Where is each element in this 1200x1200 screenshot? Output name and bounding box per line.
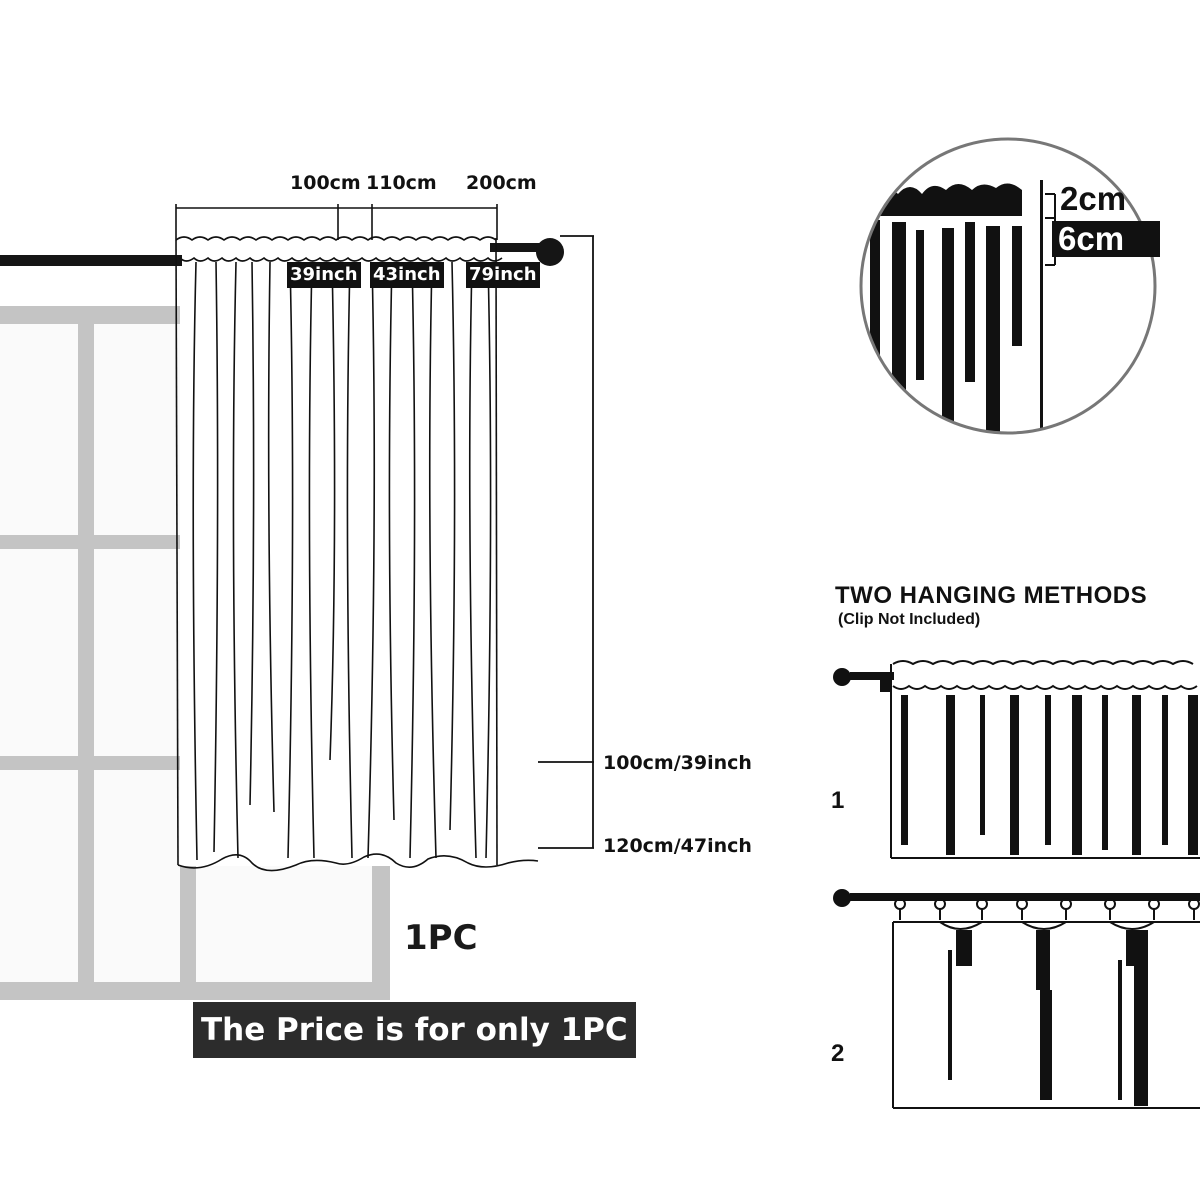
length-100cm-39inch: 100cm/39inch [603,752,752,774]
width-200cm: 200cm [466,172,537,194]
width-110cm: 110cm [366,172,437,194]
quantity-label: 1PC [404,918,478,958]
length-120cm-47inch: 120cm/47inch [603,835,752,857]
width-79inch: 79inch [466,262,540,288]
zoom-6cm-label: 6cm [1052,221,1160,257]
width-100cm: 100cm [290,172,361,194]
method1-number: 1 [831,787,845,814]
method2-number: 2 [831,1040,845,1067]
hanging-subtitle: (Clip Not Included) [838,611,981,628]
zoom-2cm-label: 2cm [1060,180,1127,217]
price-note: The Price is for only 1PC [193,1002,636,1058]
hanging-title: TWO HANGING METHODS [835,582,1148,609]
width-39inch: 39inch [287,262,361,288]
width-43inch: 43inch [370,262,444,288]
